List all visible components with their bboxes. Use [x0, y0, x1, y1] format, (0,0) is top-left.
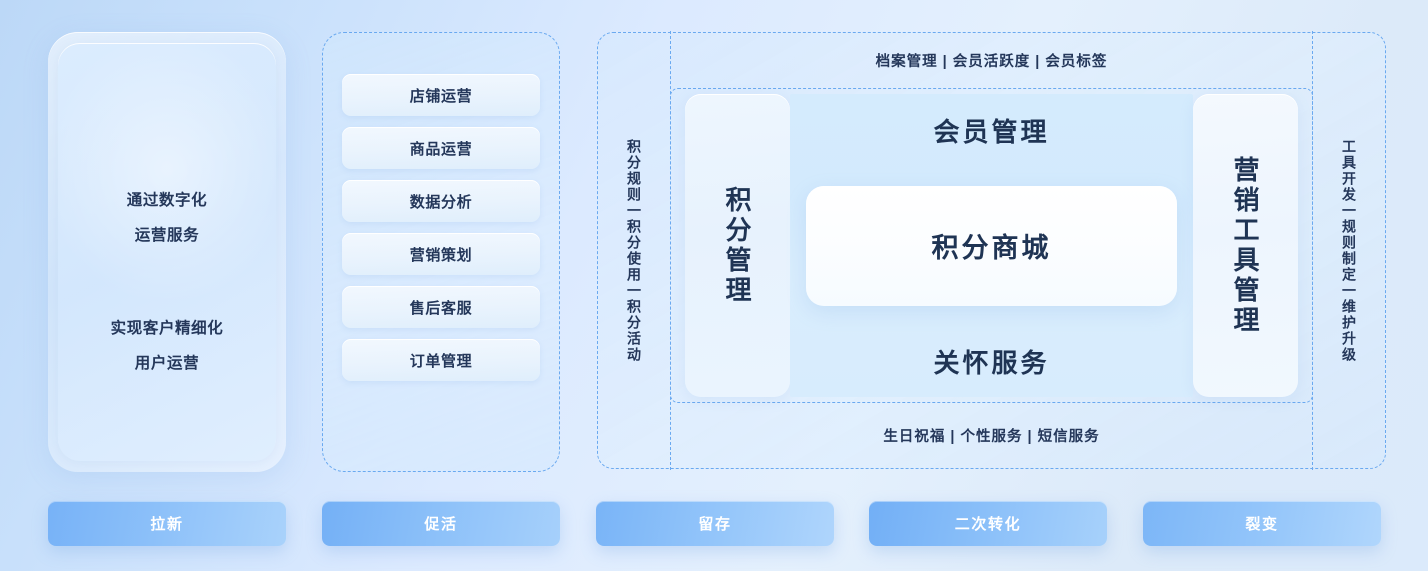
- module-points-mall[interactable]: 积分商城: [806, 185, 1177, 306]
- rail-text-tools-flow: 工具开发一规则制定一维护升级: [1341, 138, 1357, 363]
- phone-text-line-1: 通过数字化: [126, 192, 208, 209]
- system-panel: 积分规则一积分使用一积分活动 工具开发一规则制定一维护升级 档案管理 | 会员活…: [597, 31, 1386, 470]
- phone-inner-screen: 通过数字化 运营服务 实现客户精细化 用户运营: [58, 43, 276, 461]
- operations-list: 店铺运营 商品运营 数据分析 营销策划 售后客服 订单管理: [342, 74, 540, 381]
- center-module-stack: 会员管理 关怀服务 积分商城: [790, 94, 1193, 397]
- phone-text-line-2: 运营服务: [134, 227, 200, 244]
- ops-item-analytics[interactable]: 数据分析: [342, 180, 540, 222]
- card-points-management[interactable]: 积分管理: [685, 94, 790, 397]
- module-care-service[interactable]: 关怀服务: [933, 347, 1050, 378]
- phone-outer-frame: 通过数字化 运营服务 实现客户精细化 用户运营: [48, 32, 286, 472]
- card-marketing-tools-management[interactable]: 营销工具管理: [1193, 94, 1298, 397]
- core-module-box: 积分管理 会员管理 关怀服务 积分商城 营销工具管理: [670, 88, 1313, 403]
- phone-text-line-4: 用户运营: [134, 355, 200, 372]
- card-marketing-tools-label: 营销工具管理: [1230, 155, 1260, 336]
- module-member-management[interactable]: 会员管理: [933, 116, 1050, 147]
- ops-item-aftersales[interactable]: 售后客服: [342, 286, 540, 328]
- operations-panel: 店铺运营 商品运营 数据分析 营销策划 售后客服 订单管理: [322, 32, 560, 472]
- ops-item-orders[interactable]: 订单管理: [342, 339, 540, 381]
- stage-button-activation[interactable]: 促活: [322, 501, 560, 546]
- stage-button-fission[interactable]: 裂变: [1143, 501, 1381, 546]
- stage-button-reconversion[interactable]: 二次转化: [869, 501, 1107, 546]
- stage-button-retention[interactable]: 留存: [596, 501, 834, 546]
- band-care-services: 生日祝福 | 个性服务 | 短信服务: [883, 429, 1100, 445]
- rail-text-points-flow: 积分规则一积分使用一积分活动: [626, 138, 642, 363]
- ops-item-store[interactable]: 店铺运营: [342, 74, 540, 116]
- band-member-attributes: 档案管理 | 会员活跃度 | 会员标签: [875, 54, 1108, 70]
- ops-item-marketing[interactable]: 营销策划: [342, 233, 540, 275]
- stage-button-acquisition[interactable]: 拉新: [48, 501, 286, 546]
- ops-item-product[interactable]: 商品运营: [342, 127, 540, 169]
- lifecycle-stage-bar: 拉新 促活 留存 二次转化 裂变: [0, 501, 1428, 547]
- card-points-management-label: 积分管理: [722, 185, 752, 306]
- phone-text-line-3: 实现客户精细化: [110, 320, 224, 337]
